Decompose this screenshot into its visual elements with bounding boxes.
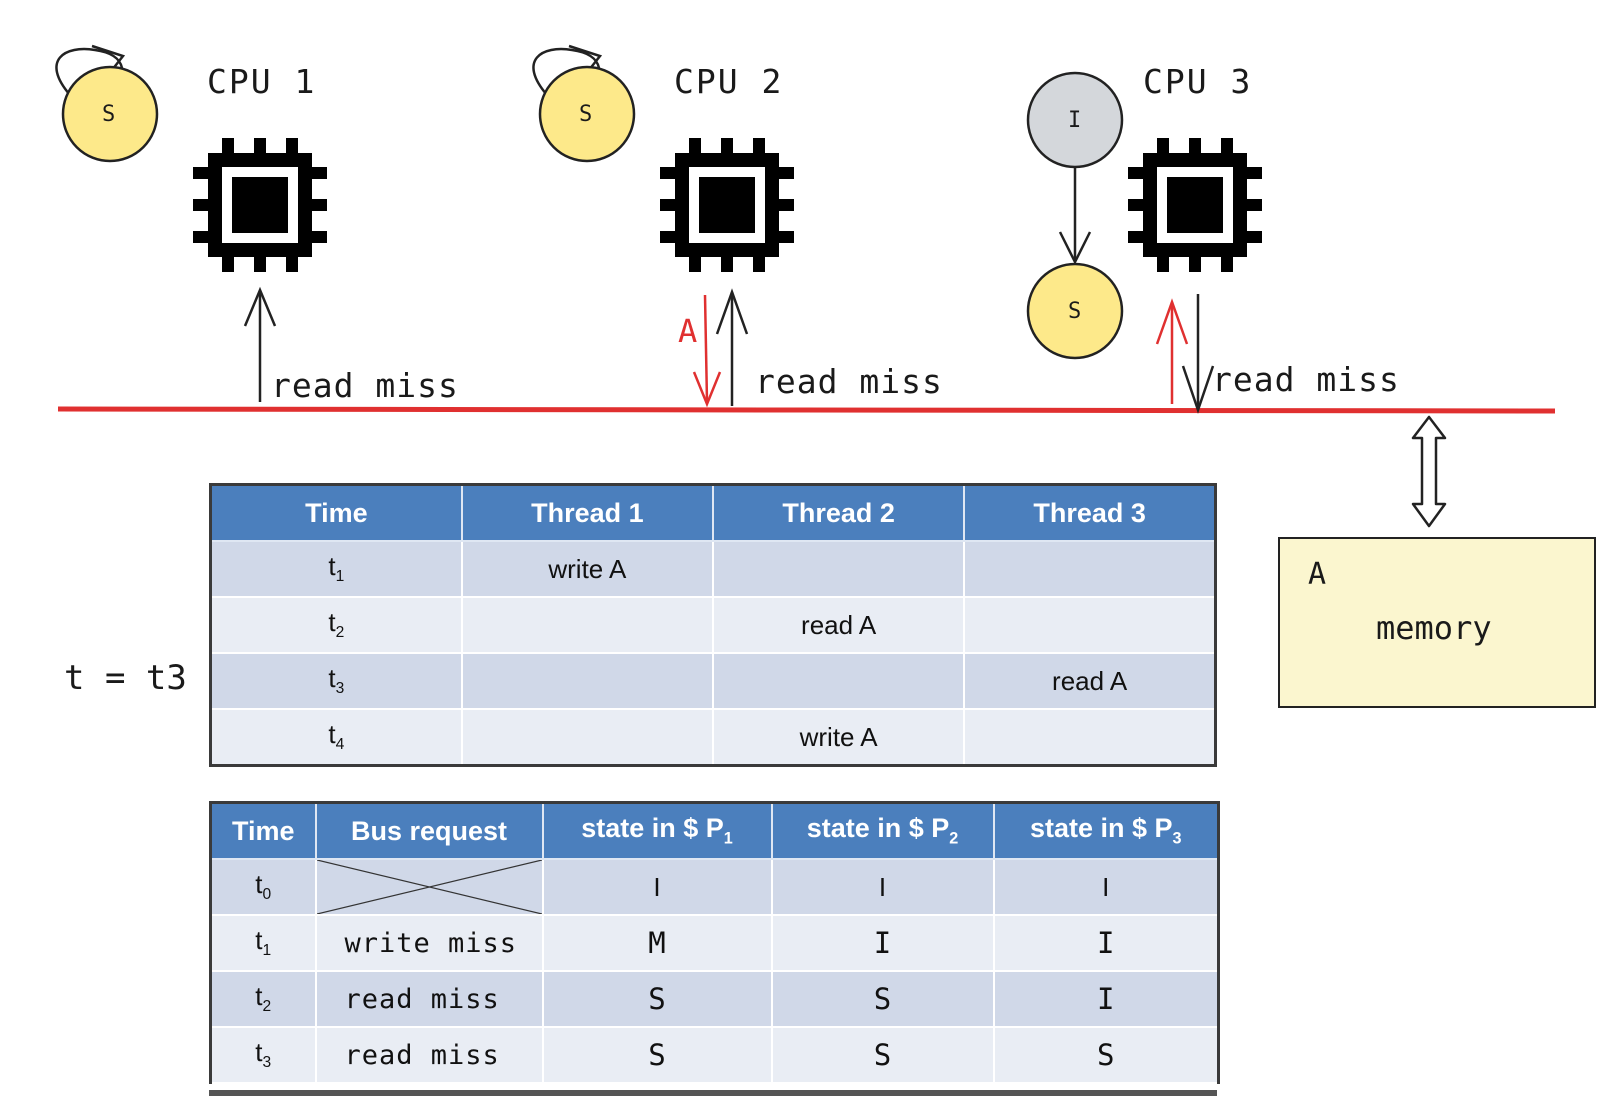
cpu1-label: CPU 1 — [207, 62, 317, 101]
time-cell: t2 — [210, 971, 317, 1028]
thread1-cell: write A — [461, 541, 715, 598]
bus-header-p1: state in $ P1 — [542, 802, 773, 860]
p2-state-cell: I — [771, 915, 995, 972]
table-row: t1 write miss M I I — [210, 915, 1219, 972]
cpu3-state-i: I — [1068, 108, 1082, 133]
p2-state-cell: S — [771, 1027, 995, 1084]
cpu2-state-node — [532, 44, 636, 163]
time-marker: t = t3 — [64, 658, 187, 698]
table-row: t2 read A — [210, 597, 1216, 654]
cpu3-bus-label: read miss — [1212, 360, 1400, 399]
p1-state-cell: I — [542, 859, 773, 916]
thread1-cell — [461, 653, 715, 710]
thread3-cell — [964, 709, 1216, 767]
p3-state-cell: S — [993, 1027, 1219, 1084]
threads-header-thread1: Thread 1 — [461, 484, 715, 542]
thread2-cell — [713, 653, 966, 710]
cpu1-state-node — [55, 44, 159, 163]
time-cell: t1 — [210, 541, 463, 598]
thread2-cell: write A — [713, 709, 966, 767]
table-row: t3 read A — [210, 653, 1216, 710]
threads-table: Time Thread 1 Thread 2 Thread 3 t1 write… — [209, 483, 1217, 767]
cpu1-state-s: S — [102, 102, 116, 127]
p1-state-cell: M — [542, 915, 773, 972]
bus-request-cell: read miss — [315, 1027, 544, 1084]
cpu2-data-arrow — [692, 294, 722, 408]
thread1-cell — [461, 709, 715, 767]
table-bottom-bar — [209, 1090, 1217, 1096]
table-row: t1 write A — [210, 541, 1216, 598]
cpu3-state-transition — [1026, 71, 1124, 360]
bus-request-cell: write miss — [315, 915, 544, 972]
thread1-cell — [461, 597, 715, 654]
memory-variable: A — [1308, 557, 1327, 592]
bus-header-p3: state in $ P3 — [993, 802, 1219, 860]
thread2-cell: read A — [713, 597, 966, 654]
threads-header-time: Time — [210, 484, 463, 542]
thread2-cell — [713, 541, 966, 598]
cpu3-label: CPU 3 — [1143, 62, 1253, 101]
cpu3-data-arrow — [1155, 298, 1189, 404]
p3-state-cell: I — [993, 915, 1219, 972]
cpu3-state-s: S — [1068, 299, 1082, 324]
time-cell: t4 — [210, 709, 463, 767]
memory-box: A memory — [1278, 537, 1596, 708]
p2-state-cell: S — [771, 971, 995, 1028]
p2-state-cell: I — [771, 859, 995, 916]
table-row: t3 read miss S S S — [210, 1027, 1219, 1084]
time-cell: t3 — [210, 653, 463, 710]
cpu2-label: CPU 2 — [674, 62, 784, 101]
cpu2-data-label: A — [678, 312, 698, 350]
p3-state-cell: I — [993, 859, 1219, 916]
table-row: t4 write A — [210, 709, 1216, 767]
cpu2-chip-icon — [660, 138, 794, 272]
threads-header-thread2: Thread 2 — [713, 484, 966, 542]
memory-bus-double-arrow — [1411, 415, 1447, 528]
thread3-cell — [964, 541, 1216, 598]
time-cell: t2 — [210, 597, 463, 654]
thread3-cell: read A — [964, 653, 1216, 710]
crossed-out-icon — [317, 860, 542, 914]
time-cell: t3 — [210, 1027, 317, 1084]
cpu1-bus-arrow — [243, 286, 277, 402]
p1-state-cell: S — [542, 1027, 773, 1084]
cpu1-bus-label: read miss — [271, 366, 459, 405]
time-cell: t0 — [210, 859, 317, 916]
table-row: t2 read miss S S I — [210, 971, 1219, 1028]
bus-header-time: Time — [210, 802, 317, 860]
cpu2-bus-arrow — [715, 288, 749, 406]
memory-label: memory — [1376, 609, 1492, 647]
thread3-cell — [964, 597, 1216, 654]
bus-header-p2: state in $ P2 — [771, 802, 995, 860]
cpu1-chip-icon — [193, 138, 327, 272]
time-cell: t1 — [210, 915, 317, 972]
bus-header-request: Bus request — [315, 802, 544, 860]
p3-state-cell: I — [993, 971, 1219, 1028]
cpu2-bus-label: read miss — [755, 362, 943, 401]
bus-state-table: Time Bus request state in $ P1 state in … — [209, 801, 1220, 1084]
cpu2-state-s: S — [579, 102, 593, 127]
cpu3-bus-arrow — [1181, 294, 1215, 414]
cpu3-chip-icon — [1128, 138, 1262, 272]
p1-state-cell: S — [542, 971, 773, 1028]
bus-request-cell: read miss — [315, 971, 544, 1028]
threads-header-thread3: Thread 3 — [964, 484, 1216, 542]
empty-request-cell — [315, 859, 544, 916]
bus-line — [57, 406, 1556, 414]
table-row: t0 I I I — [210, 859, 1219, 916]
